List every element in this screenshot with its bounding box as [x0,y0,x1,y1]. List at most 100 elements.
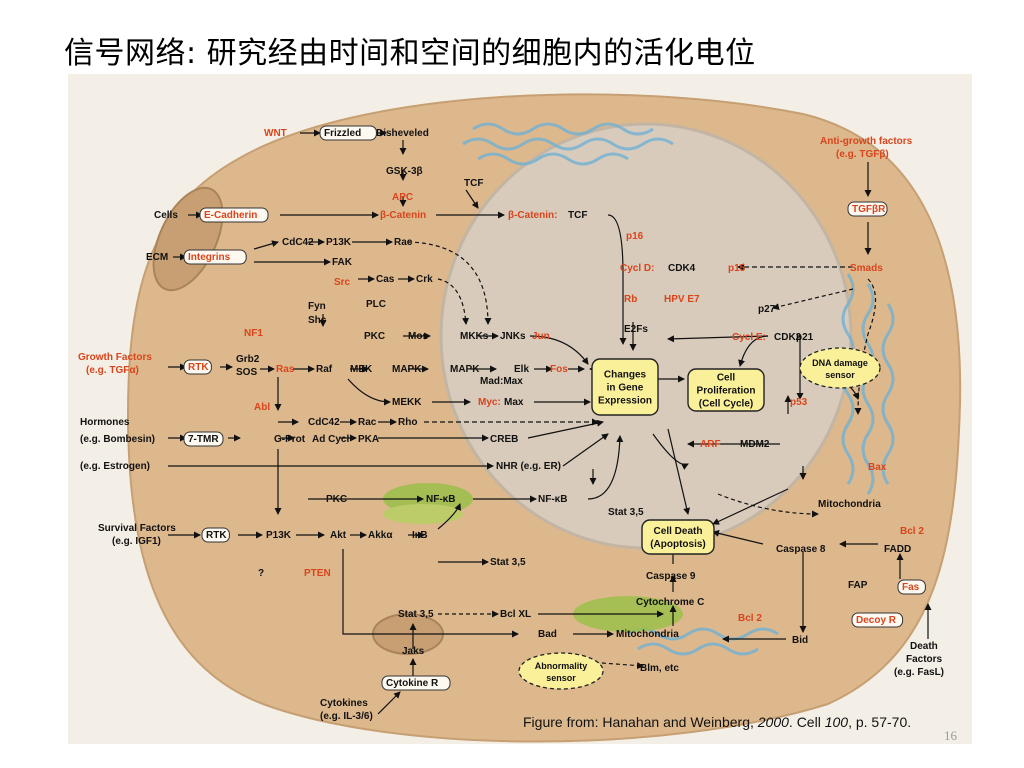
node-df2: Factors [906,654,943,665]
node-e2fs: E2Fs [624,324,648,335]
node-cyt2: (e.g. IL-3/6) [320,711,373,722]
node-wnt: WNT [264,128,287,139]
node-apc: APC [392,192,413,203]
node-mito1: Mitochondria [616,629,679,640]
node-agf1: Anti-growth factors [820,136,913,147]
node-mkks: MKKs [460,331,489,342]
node-crk: Crk [416,274,433,285]
outcome-box-death-line: (Apoptosis) [650,539,706,550]
node-hormones: Hormones [80,417,130,428]
outcome-box-changes-line: Expression [598,396,652,407]
node-blm: Blm, etc [640,663,679,674]
node-bcl2a: Bcl 2 [738,613,762,624]
node-pill-rtk1 [183,359,212,375]
node-rac1: Rac [394,237,413,248]
node-mapk2: MAPK [450,364,480,375]
node-gprot: G-Prot [274,434,306,445]
node-madmax: Mad:Max [480,376,523,387]
node-pill-cytr [381,675,451,691]
node-myc: Myc: [478,397,501,408]
node-jaks: Jaks [402,646,425,657]
node-p21: p21 [796,332,814,343]
credit-suffix: , p. 57-70. [848,714,912,730]
node-qmark: ? [258,568,264,579]
node-plc: PLC [366,299,386,310]
node-cytr: Cytokine R [386,678,439,689]
node-raf: Raf [316,364,333,375]
node-bcatenin-tcf-b: TCF [568,210,587,221]
node-arf: ARF [700,439,721,450]
node-p13kb: P13K [266,530,292,541]
node-casp9: Caspase 9 [646,571,696,582]
outcome-box-changes [591,358,659,416]
node-bclxl: Bcl XL [500,609,531,620]
sensor-dna-line: sensor [825,370,855,380]
node-df3: (e.g. FasL) [894,667,944,678]
node-bad: Bad [538,629,557,640]
node-pkc1: PKC [364,331,385,342]
node-pill-tmr7 [183,431,224,447]
outcome-box-prolif [687,368,765,412]
credit-middle: . Cell [788,714,825,730]
figure-credit: Figure from: Hanahan and Weinberg, 2000.… [523,714,911,730]
node-cdk2: CDK2 [774,332,802,343]
node-rtk2: RTK [206,530,227,541]
node-bcl2b: Bcl 2 [900,526,924,537]
node-fas: Fas [902,582,920,593]
node-fadd: FADD [884,544,911,555]
node-rtk1: RTK [188,362,209,373]
node-rb: Rb [624,294,637,305]
node-decoy: Decoy R [856,615,897,626]
outcome-box-prolif-line: Cell [717,373,736,384]
node-rho: Rho [398,417,417,428]
node-bid: Bid [792,635,808,646]
node-stat35a: Stat 3,5 [608,507,644,518]
node-mito2: Mitochondria [818,499,881,510]
node-gf2: (e.g. TGFα) [86,365,139,376]
node-bax: Bax [868,462,887,473]
node-pill-ecadherin [199,207,269,223]
node-sos: SOS [236,367,257,378]
node-bcatenin-tcf: β-Catenin: [508,210,557,221]
node-p15: p15 [728,263,746,274]
node-mapk1: MAPK [392,364,422,375]
node-mekk: MEKK [392,397,422,408]
sensor-abn [518,652,604,690]
node-pkc2: PKC [326,494,347,505]
node-p27: p27 [758,304,776,315]
node-nf1: NF1 [244,328,263,339]
node-mdm2: MDM2 [740,439,770,450]
node-rac2: Rac [358,417,377,428]
node-akt: Akt [330,530,347,541]
node-pill-tgfbr [847,201,888,217]
node-cytc: Cytochrome C [636,597,704,608]
node-jun: Jun [532,331,550,342]
node-ecadherin: E-Cadherin [204,210,257,221]
node-akka: Akkα [368,530,393,541]
node-jnks: JNKs [500,331,526,342]
node-stat35b: Stat 3,5 [490,557,526,568]
node-cells: Cells [154,210,178,221]
node-agf2: (e.g. TGFβ) [836,149,889,160]
node-ikb: IκB [412,530,428,541]
node-myc-max: Max [504,397,524,408]
node-cdc42a: CdC42 [282,237,314,248]
node-mek: MEK [350,364,373,375]
node-pill-frizzled [319,125,377,141]
node-tcf: TCF [464,178,483,189]
node-casp8: Caspase 8 [776,544,826,555]
node-pka: PKA [358,434,379,445]
node-fap: FAP [848,580,868,591]
node-bcatenin: β-Catenin [380,210,426,221]
slide-title: 信号网络: 研究经由时间和空间的细胞内的活化电位 [64,36,756,71]
credit-year: 2000 [757,714,789,730]
node-cdk4: CDK4 [668,263,696,274]
node-fak: FAK [332,257,353,268]
node-cas: Cas [376,274,395,285]
golgi-body [383,483,683,632]
node-cycld: Cycl D: [620,263,654,274]
sensor-abn-line: Abnormality [535,661,588,671]
node-nhr: NHR (e.g. ER) [496,461,561,472]
